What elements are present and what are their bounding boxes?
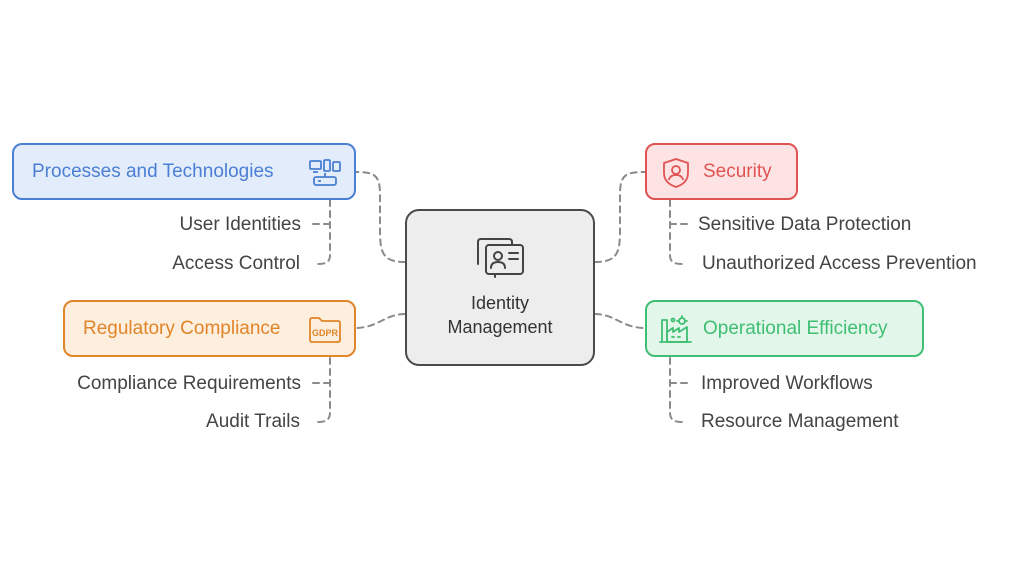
child-sensitive-data-protection: Sensitive Data Protection — [698, 214, 912, 235]
child-access-control: Access Control — [172, 253, 300, 274]
branch-processes-and-technologies: Processes and Technologies — [12, 143, 356, 200]
branch-security: Security — [645, 143, 798, 200]
child-compliance-requirements: Compliance Requirements — [77, 373, 301, 394]
connector-regulatory-trunk — [317, 357, 331, 423]
branch-operational-label: Operational Efficiency — [703, 318, 888, 339]
connector-processes-trunk — [317, 199, 331, 265]
svg-text:GDPR: GDPR — [312, 328, 339, 338]
connector-security-trunk — [669, 199, 683, 265]
branch-operational-efficiency: Operational Efficiency — [645, 300, 924, 357]
id-card-icon — [473, 236, 527, 283]
branch-security-label: Security — [703, 161, 772, 182]
connector-center-security — [594, 171, 646, 263]
branch-processes-label: Processes and Technologies — [32, 161, 274, 182]
connector-center-operational — [594, 313, 646, 329]
branch-regulatory-label: Regulatory Compliance — [83, 318, 281, 339]
shield-user-icon — [661, 157, 691, 189]
child-unauthorized-access-prevention: Unauthorized Access Prevention — [702, 253, 977, 274]
connector-center-regulatory — [354, 313, 406, 329]
center-node-label: Identity Management — [447, 293, 553, 337]
child-user-identities: User Identities — [179, 214, 301, 235]
factory-gear-icon — [659, 314, 693, 346]
connector-operational-trunk — [669, 357, 683, 423]
center-node-identity-management: Identity Management — [405, 209, 595, 366]
child-audit-trails: Audit Trails — [206, 411, 300, 432]
branch-regulatory-compliance: Regulatory Compliance GDPR — [63, 300, 356, 357]
devices-network-icon — [308, 158, 342, 188]
child-resource-management: Resource Management — [701, 411, 899, 432]
connector-center-processes — [354, 171, 406, 263]
child-improved-workflows: Improved Workflows — [701, 373, 873, 394]
gdpr-folder-icon: GDPR — [308, 316, 342, 344]
